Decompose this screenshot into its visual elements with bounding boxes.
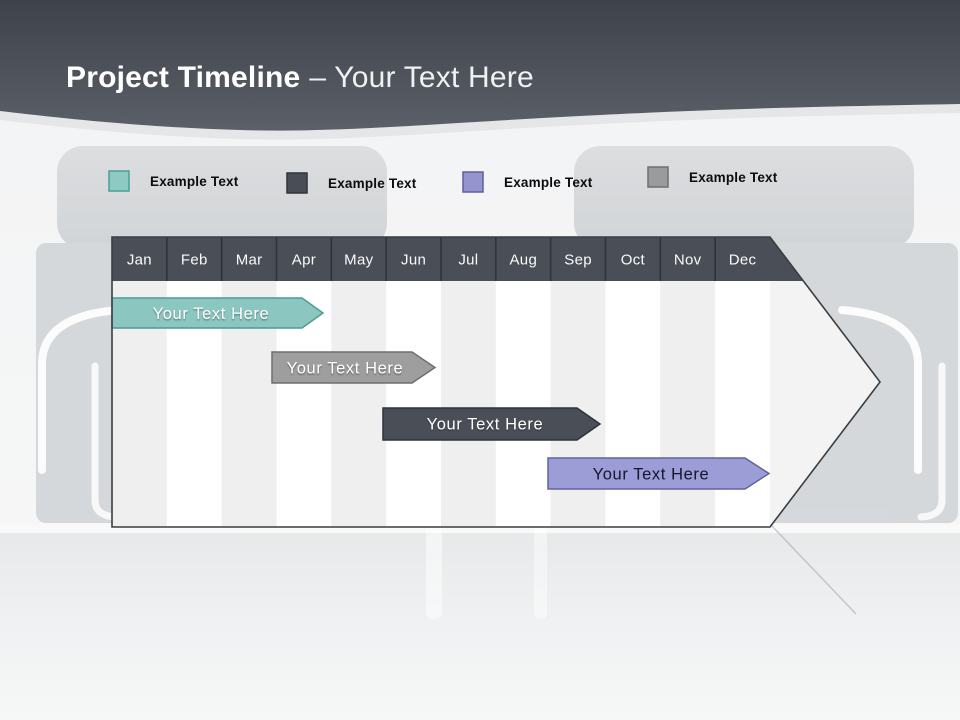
month-label: May <box>344 252 373 269</box>
legend-label: Example Text <box>504 174 593 190</box>
timeline-outline <box>111 236 882 528</box>
month-label: Jan <box>127 252 152 269</box>
chair-leg-reflection <box>426 524 442 619</box>
legend-label: Example Text <box>328 175 417 191</box>
month-label: Sep <box>564 252 592 269</box>
gantt-bars: Your Text Here Your Text Here Your Text … <box>111 297 771 490</box>
floor-glow-band <box>0 524 960 533</box>
month-header-band <box>112 237 804 281</box>
arrow-reflection <box>770 524 857 615</box>
timeline-chart: Jan Feb Mar Apr May Jun Jul Aug Sep Oct … <box>111 236 882 528</box>
month-label: Feb <box>181 252 208 269</box>
gantt-bar-4 <box>547 457 771 490</box>
gantt-bar-label: Your Text Here <box>593 466 710 484</box>
gantt-bar-label: Your Text Here <box>153 305 270 323</box>
chair-leg-reflection <box>534 524 547 619</box>
legend-swatch-gray <box>647 166 669 188</box>
floor <box>0 524 960 720</box>
legend-label: Example Text <box>689 169 778 185</box>
legend-item: Example Text <box>462 171 592 193</box>
legend-swatch-purple <box>462 171 484 193</box>
month-label: Nov <box>674 252 702 269</box>
gantt-bar-3 <box>382 407 602 441</box>
legend-item: Example Text <box>108 170 238 192</box>
gantt-bar-label: Your Text Here <box>287 360 404 378</box>
legend-swatch-darkgray <box>286 172 308 194</box>
month-separators <box>166 237 716 281</box>
legend-item: Example Text <box>286 172 416 194</box>
legend-label: Example Text <box>150 173 239 189</box>
month-label: Jun <box>401 252 426 269</box>
title-text: Project Timeline <box>66 61 301 94</box>
legend-item: Example Text <box>647 166 777 188</box>
gantt-bar-label: Your Text Here <box>427 416 544 434</box>
legend-swatch-teal <box>108 170 130 192</box>
month-label: Mar <box>236 252 263 269</box>
month-label: Oct <box>621 252 646 269</box>
title-subtext: – Your Text Here <box>309 61 534 94</box>
month-label: Jul <box>458 252 478 269</box>
month-label: Apr <box>292 252 316 269</box>
month-label: Dec <box>729 252 757 269</box>
header-wave <box>0 0 960 131</box>
slide-title: Project Timeline– Your Text Here <box>66 61 534 95</box>
gantt-bar-2 <box>271 351 437 384</box>
month-label: Aug <box>510 252 538 269</box>
